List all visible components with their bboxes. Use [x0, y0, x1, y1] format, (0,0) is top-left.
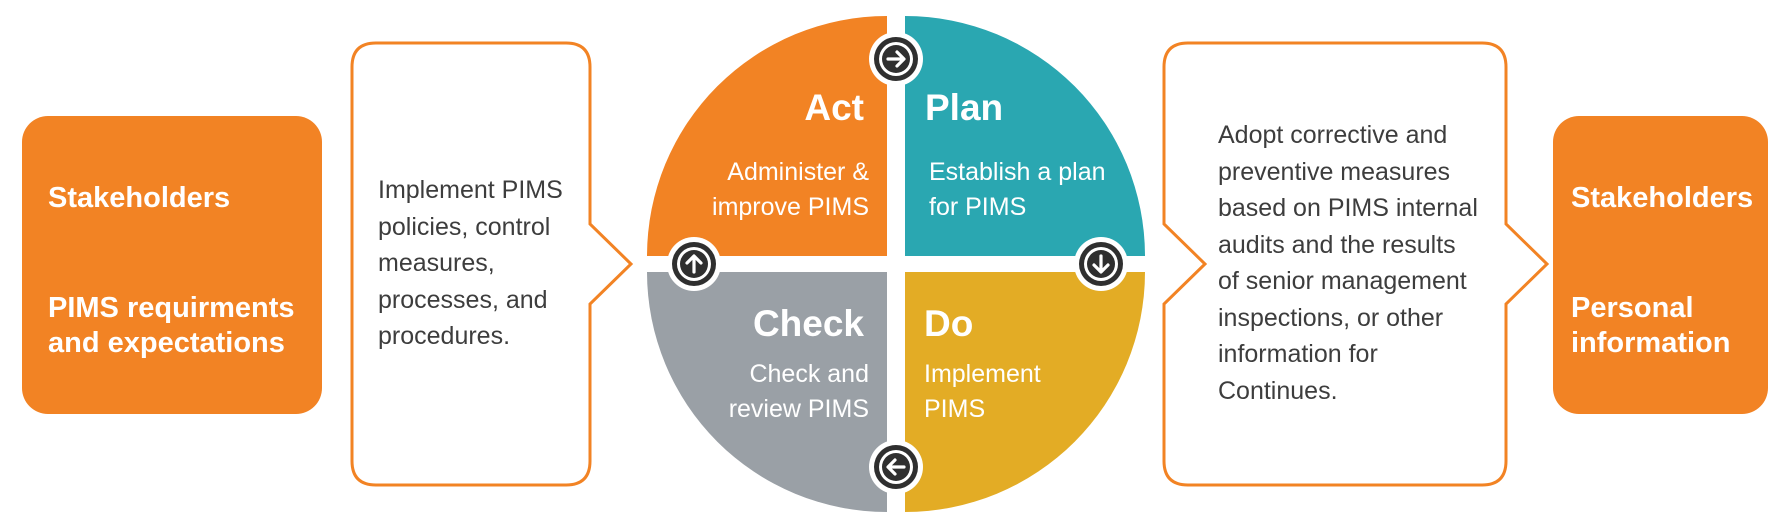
act-desc-line: Administer & [727, 158, 869, 186]
right-stakeholders-box: Stakeholders Personal information [1553, 116, 1768, 414]
right-box-line2: Personal [1571, 292, 1694, 324]
left-callout-line: processes, and [378, 285, 548, 314]
left-box-line3: and expectations [48, 327, 285, 359]
do-desc-line: Implement [924, 360, 1041, 388]
left-callout-line: policies, control [378, 212, 551, 241]
right-callout-text: Adopt corrective and preventive measures… [1218, 117, 1478, 409]
arrow-up-icon [667, 237, 721, 291]
do-desc-line: PIMS [924, 395, 986, 423]
left-callout-frame [350, 41, 634, 487]
arrow-right-icon [869, 32, 923, 86]
plan-quadrant [905, 16, 1145, 256]
check-desc-line: review PIMS [728, 395, 869, 423]
right-callout-line: inspections, or other [1218, 303, 1444, 332]
act-title: Act [804, 87, 864, 128]
left-callout-line: Implement PIMS [378, 176, 563, 204]
do-quadrant [905, 272, 1145, 512]
left-callout-text: Implement PIMS policies, control measure… [378, 172, 563, 355]
arrow-down-icon [1074, 237, 1128, 291]
act-description: Administer & improve PIMS [712, 155, 869, 225]
right-callout-line: based on PIMS internal [1218, 194, 1478, 222]
left-callout-line: measures, [378, 249, 495, 277]
right-callout-line: information for [1218, 340, 1378, 368]
check-desc-line: Check and [749, 360, 869, 388]
right-callout-line: audits and the results [1218, 230, 1456, 259]
check-description: Check and review PIMS [729, 357, 869, 427]
right-box-line1: Stakeholders [1571, 182, 1754, 214]
right-callout-frame [1162, 41, 1550, 487]
plan-title: Plan [925, 87, 1004, 128]
right-callout-line: of senior management [1218, 267, 1467, 295]
plan-description: Establish a plan for PIMS [929, 155, 1106, 225]
left-box-line1: Stakeholders [48, 182, 231, 214]
plan-desc-line: for PIMS [929, 193, 1027, 221]
act-quadrant [647, 16, 887, 256]
act-desc-line: improve PIMS [712, 193, 869, 221]
arrow-left-icon [869, 440, 923, 494]
check-quadrant [647, 272, 887, 512]
check-title: Check [752, 303, 864, 344]
right-callout-line: Adopt corrective and [1218, 121, 1448, 149]
plan-desc-line: Establish a plan [929, 158, 1106, 186]
right-callout-line: Continues. [1218, 376, 1338, 405]
left-stakeholders-box: Stakeholders PIMS requirments and expect… [22, 116, 322, 414]
left-box-line2: PIMS requirments [48, 292, 295, 324]
right-callout-line: preventive measures [1218, 157, 1451, 186]
left-callout-line: procedures. [378, 322, 511, 350]
do-title: Do [924, 303, 974, 344]
do-description: Implement PIMS [924, 357, 1041, 427]
right-box-line3: information [1571, 327, 1731, 359]
